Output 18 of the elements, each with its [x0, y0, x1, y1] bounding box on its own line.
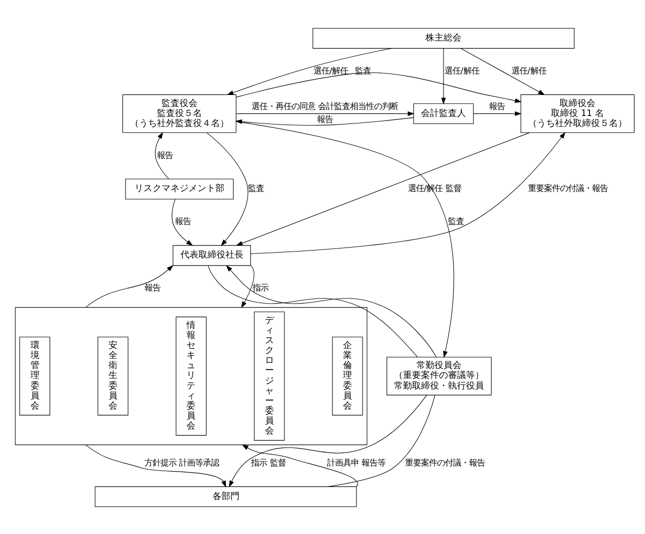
edge-label: 報告	[489, 100, 506, 111]
edge-label: 監査	[355, 64, 372, 75]
edge-label: 報告	[316, 114, 333, 124]
edge-label: 監査	[248, 182, 264, 192]
edge-label: 選任/解任	[512, 64, 546, 75]
edge-label: 報告	[175, 216, 192, 226]
edge-label: 選任・再任の同意 会計監査相当性の判断	[252, 100, 398, 111]
edge-label: 計画具申 報告等	[327, 456, 386, 467]
edge-label: 選任/解任	[313, 64, 348, 75]
edge-label: 重要案件の付議・報告	[528, 182, 608, 192]
edge-label: 重要案件の付議・報告	[404, 456, 485, 467]
edge-label: 方針提示 計画等承認	[144, 456, 219, 467]
edge-label: 指示	[252, 282, 269, 292]
edge-label: 選任/解任	[444, 64, 480, 75]
edge-label: 監査	[448, 216, 464, 226]
edge-label: 指示 監督	[251, 456, 286, 467]
edge-label: 報告	[144, 282, 160, 292]
edge-label: 報告	[157, 149, 174, 160]
